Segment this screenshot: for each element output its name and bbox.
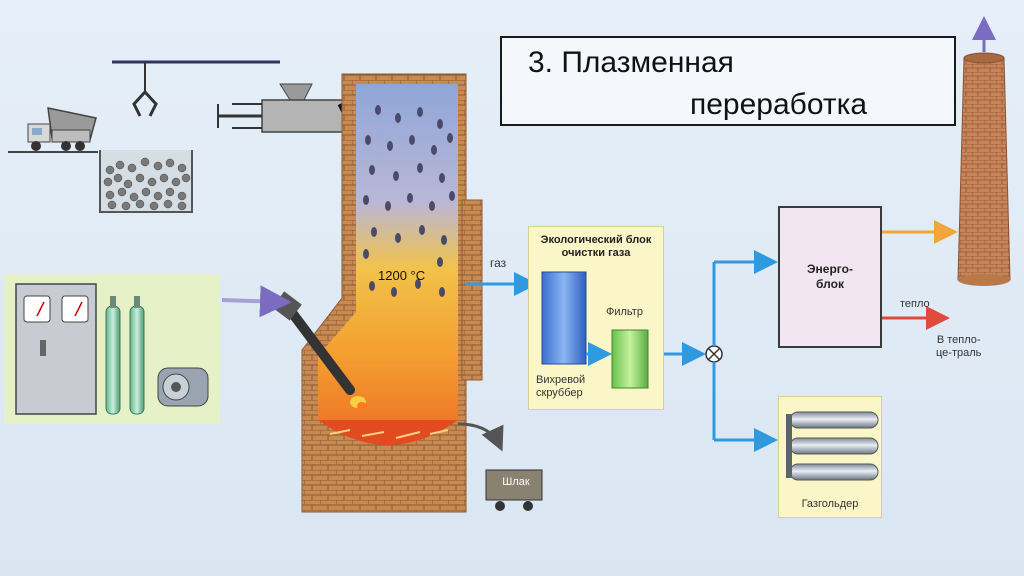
- plasma-furnace: [301, 73, 483, 513]
- gasholder-overlay: [786, 411, 879, 481]
- heat-destination-label: В тепло- це-тpаль: [936, 334, 982, 359]
- dump-truck-icon: [8, 107, 98, 153]
- slag-cart: [457, 422, 543, 511]
- slag-label: Шлак: [502, 476, 530, 488]
- gas-distribution: [648, 250, 778, 452]
- eco-block-title: Экологический блок очистки газа: [540, 234, 652, 259]
- chimney: [957, 16, 1011, 286]
- plasma-feed-arrow: [221, 285, 292, 318]
- gasholder-label: Газгольдер: [801, 498, 859, 510]
- crane-grab: [112, 60, 280, 117]
- energy-block-label: Энерго- блок: [807, 262, 853, 291]
- title-line-1: 3. Плазменная: [528, 46, 734, 79]
- energy-block: [778, 206, 882, 348]
- eco-block-overlay: [541, 271, 649, 389]
- title-line-2: переработка: [690, 88, 868, 121]
- title-box: [500, 36, 956, 126]
- power-supply-equipment: [15, 283, 209, 415]
- furnace-temperature: 1200 °C: [378, 268, 426, 283]
- waste-bunker: [99, 150, 193, 213]
- scrubber-label: Вихревой скруббер: [536, 374, 586, 399]
- filter-label: Фильтр: [606, 306, 643, 318]
- gas-label: газ: [490, 256, 507, 270]
- heat-label: тепло: [900, 298, 930, 310]
